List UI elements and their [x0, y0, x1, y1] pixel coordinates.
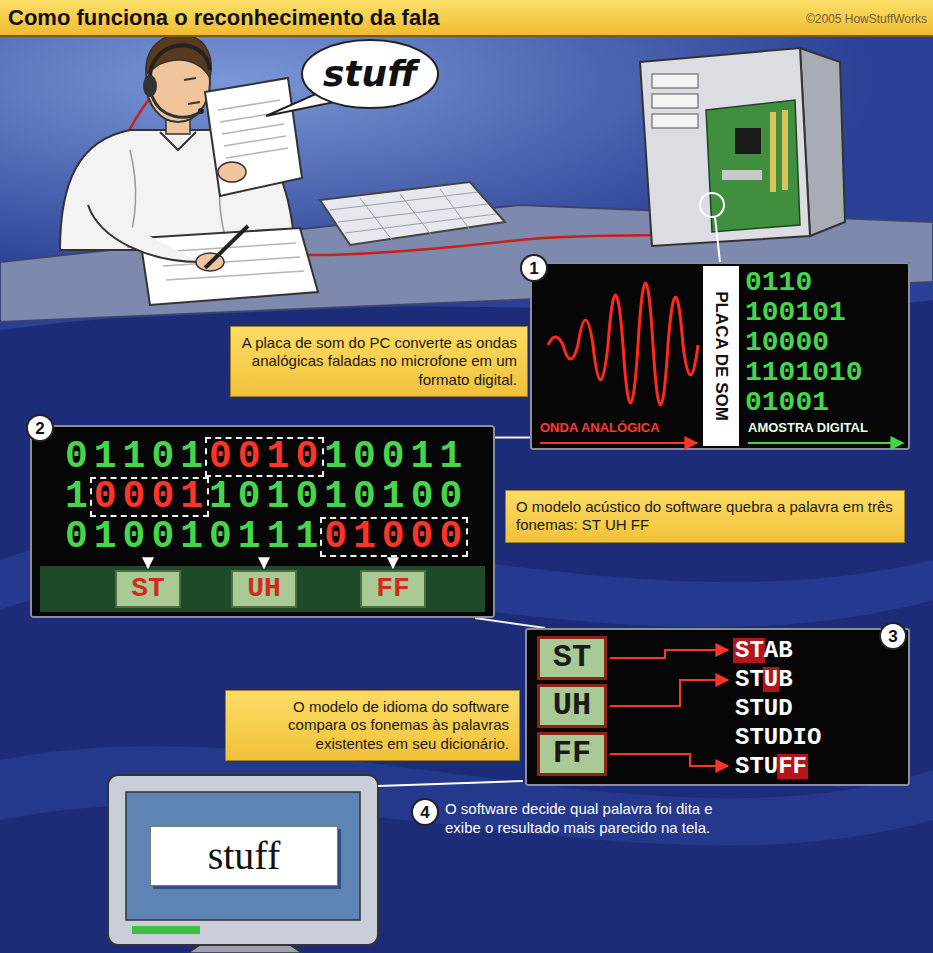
sound-card-panel: 011010010110000110101001001ONDA ANALÓGIC…	[530, 262, 910, 450]
keyboard	[320, 182, 505, 245]
sky-swoop	[0, 36, 933, 330]
diagram-title: Como funciona o reconhecimento da fala	[8, 6, 440, 30]
bubble-body	[302, 40, 438, 108]
dictionary-word: STUB	[735, 665, 793, 694]
phoneme: FF	[376, 575, 410, 603]
binary-segment: 01101	[65, 437, 209, 477]
step-note: O modelo de idioma do software compara o…	[225, 690, 520, 761]
binary-segment: 10011	[324, 437, 468, 477]
binary-segment: 010010111	[65, 517, 324, 557]
panel-text: 01001	[745, 388, 829, 418]
sample-axis-arrow	[748, 442, 903, 444]
phoneme: FF	[553, 738, 591, 770]
dictionary-word: STUDIO	[735, 723, 821, 752]
callout-number: 4	[411, 798, 439, 826]
phoneme-box: FF	[360, 570, 426, 608]
computer-tower	[640, 48, 845, 262]
match-arrows	[610, 650, 728, 766]
binary-segment: 0001	[90, 477, 209, 517]
note-text: O modelo de idioma do software compara o…	[236, 698, 509, 753]
step-text: O software decide qual palavra foi dita …	[445, 800, 730, 838]
panel-connector	[495, 437, 530, 439]
analog-wave	[548, 283, 698, 405]
panel-text: AMOSTRA DIGITAL	[748, 420, 868, 436]
panel-connector	[475, 618, 545, 628]
panel-text: 1101010	[745, 358, 863, 388]
panel-text: ONDA ANALÓGICA	[540, 420, 660, 436]
step-note: O modelo acústico do software quebra a p…	[505, 490, 905, 543]
dictionary-word: STUD	[735, 694, 793, 723]
callout-number: 3	[879, 622, 907, 650]
language-model-panel: STABSTUBSTUDSTUDIOSTUFF ST UH FF	[525, 628, 910, 786]
copyright-note: ©2005 HowStuffWorks	[806, 13, 927, 25]
step-note: A placa de som do PC converte as ondas a…	[230, 326, 528, 397]
title-bar-rule	[0, 35, 933, 37]
speech-bubble: stuff	[300, 38, 440, 110]
phoneme-box: FF	[537, 732, 607, 776]
phoneme: ST	[553, 642, 591, 674]
note-text: A placa de som do PC converte as ondas a…	[241, 334, 517, 389]
acoustic-model-panel: 01101001010011 10001101010100010010111010…	[30, 425, 495, 618]
callout-number: 1	[520, 254, 548, 282]
note-text: O modelo acústico do software quebra a p…	[516, 498, 894, 535]
result-word: stuff	[208, 836, 281, 876]
panel-text: 0110	[745, 268, 812, 298]
phoneme-box: ST	[537, 636, 607, 680]
callout-number: 2	[26, 414, 54, 442]
binary-segment: 1	[65, 477, 94, 517]
wave-axis-arrow	[540, 442, 697, 444]
phoneme: UH	[247, 575, 281, 603]
panel-text: 100101	[745, 298, 846, 328]
phoneme-box: UH	[231, 570, 297, 608]
phoneme: ST	[131, 575, 165, 603]
binary-segment: 0010	[205, 437, 324, 477]
dictionary-word: STAB	[735, 636, 793, 665]
panel-text: 10000	[745, 328, 829, 358]
spoken-word: stuff	[323, 56, 417, 92]
letter-highlights	[733, 638, 808, 779]
title-bar	[0, 0, 933, 36]
phoneme-box: UH	[537, 684, 607, 728]
dictionary-word: STUFF	[735, 752, 807, 781]
phoneme-box: ST	[115, 570, 181, 608]
phoneme: UH	[553, 690, 591, 722]
binary-segment: 01000	[320, 517, 468, 557]
binary-segment: 101010100	[209, 477, 468, 517]
band-label: PLACA DE SOM	[713, 291, 730, 421]
phoneme-arrows	[148, 558, 393, 568]
person	[60, 35, 318, 305]
sound-card-band: PLACA DE SOM	[703, 266, 739, 446]
screen-window: stuff	[150, 826, 338, 886]
